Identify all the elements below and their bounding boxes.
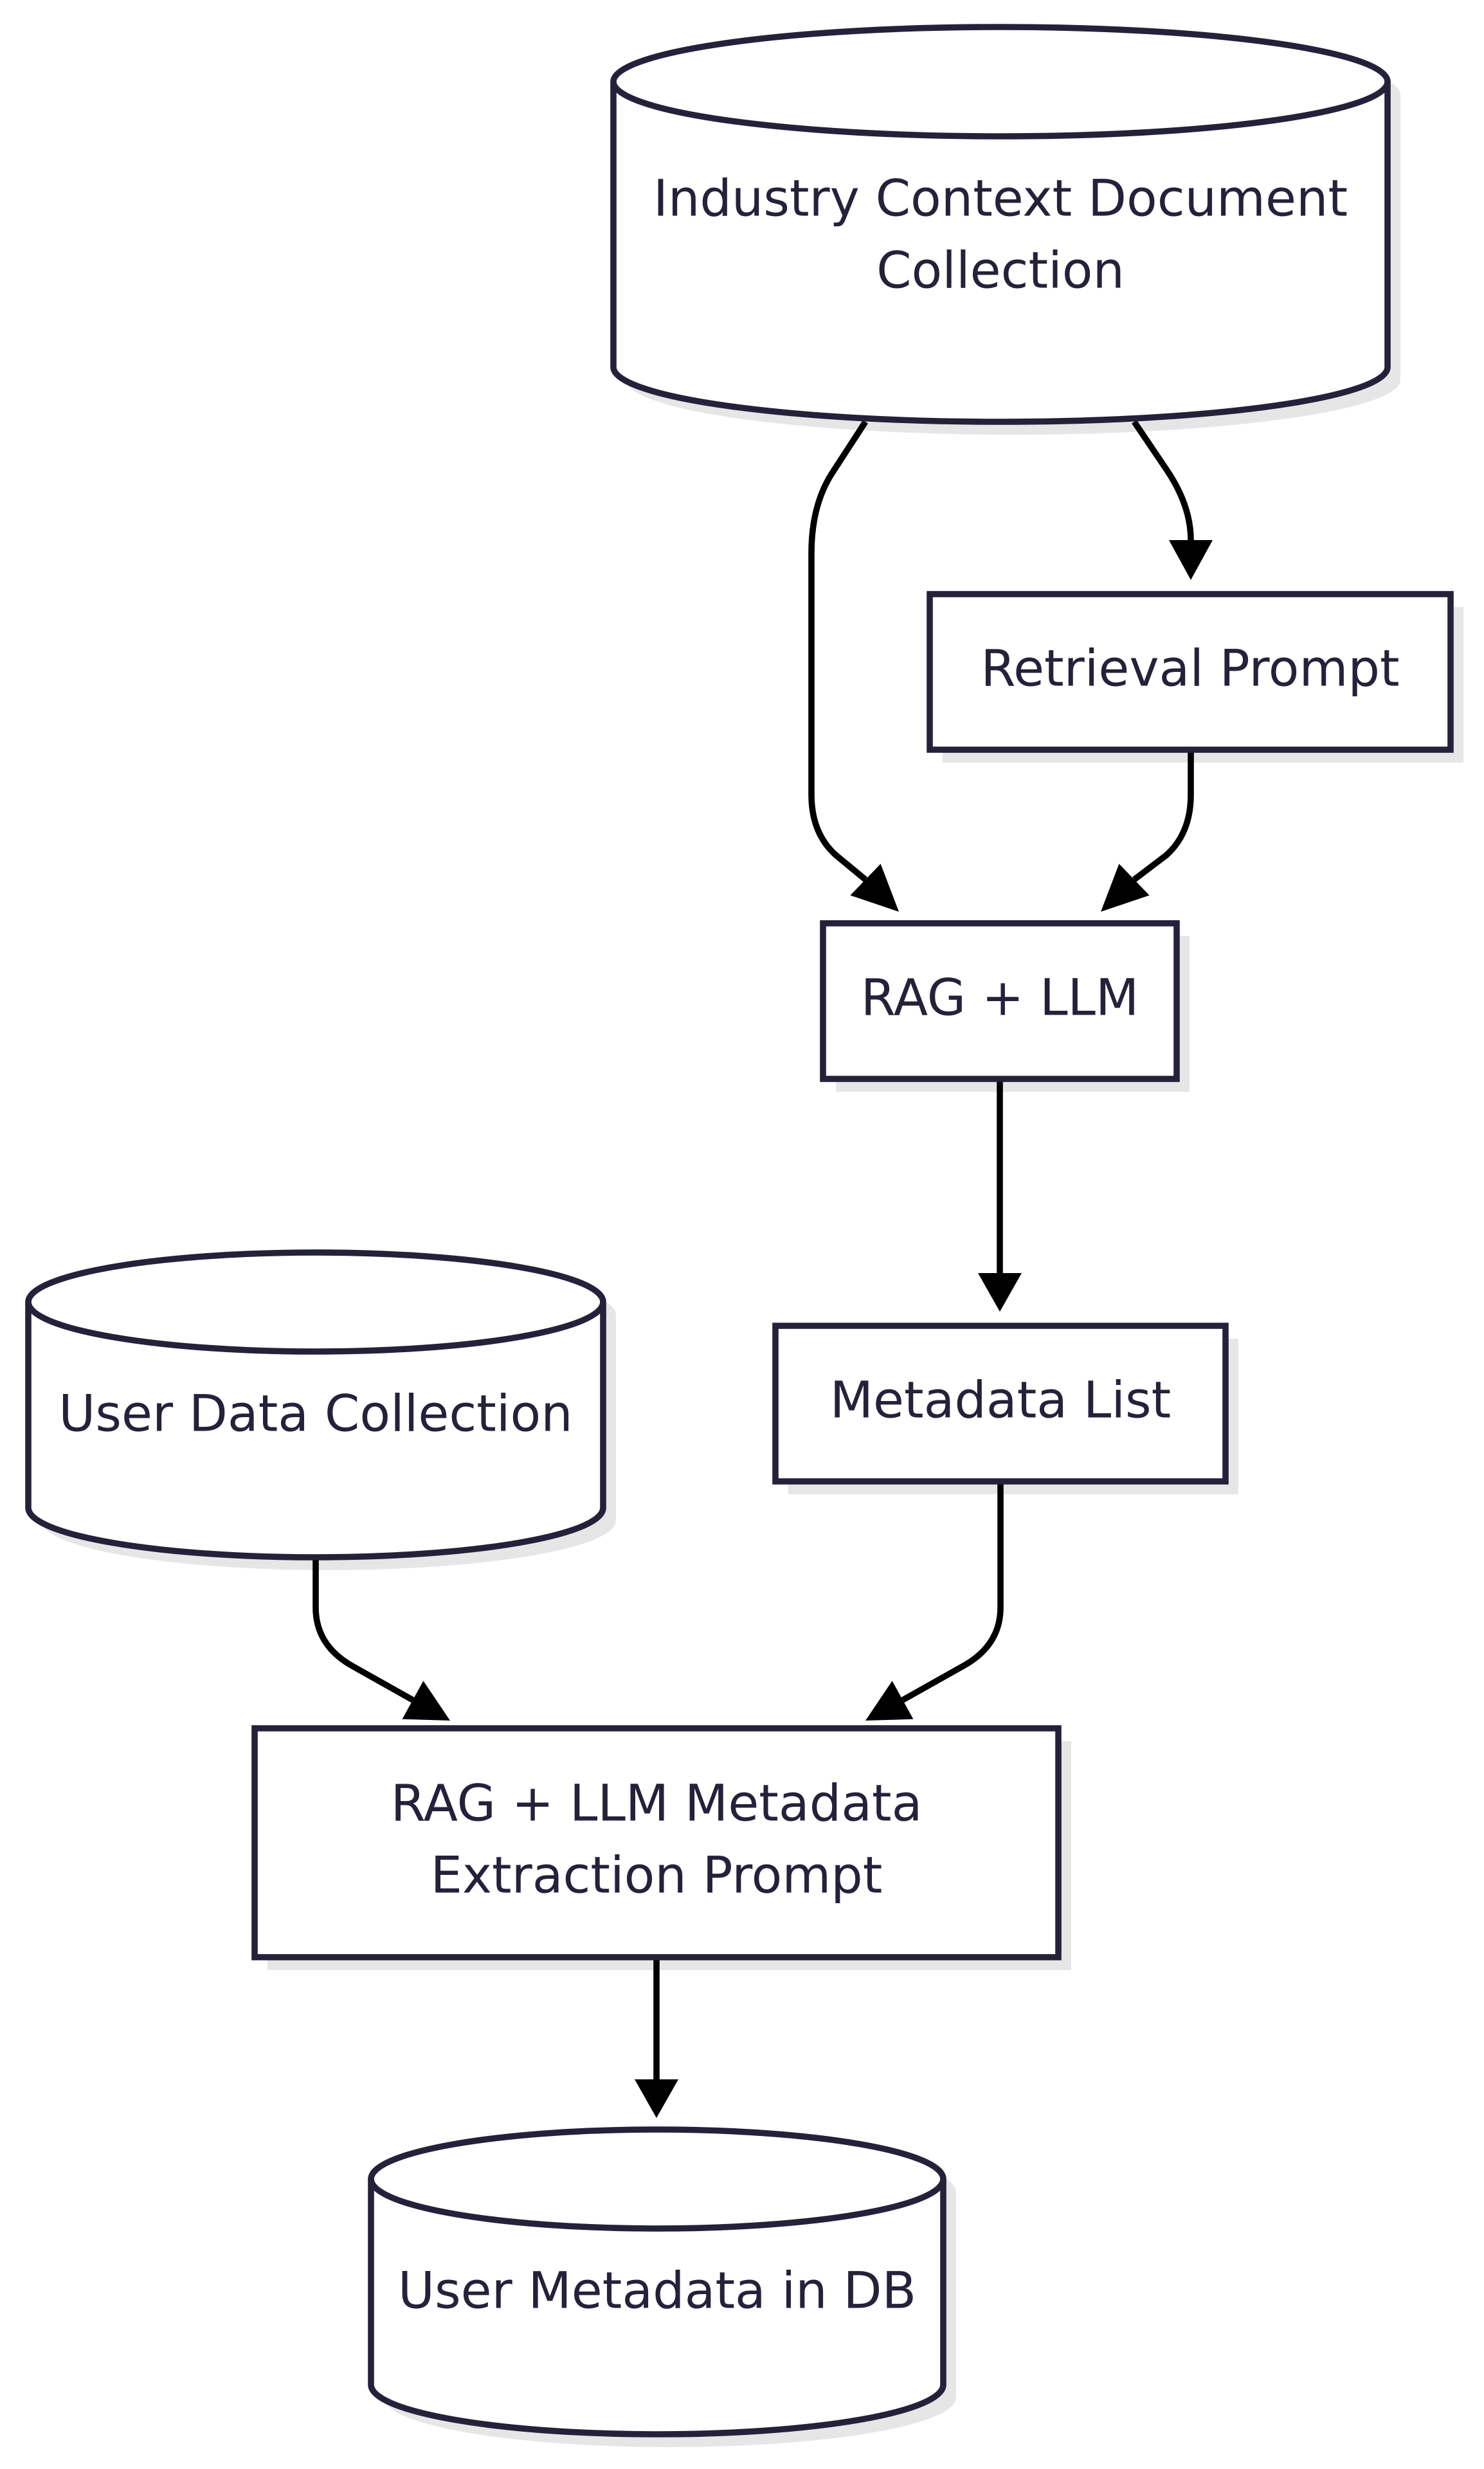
rect-shape xyxy=(772,1323,1229,1485)
edge-retrieval-prompt-to-rag-llm xyxy=(1101,750,1194,912)
edge-industry-context-to-retrieval-prompt xyxy=(1132,420,1213,580)
arrowhead-icon xyxy=(402,1681,450,1721)
node-retrieval-prompt: Retrieval Prompt xyxy=(927,591,1454,753)
node-label: Industry Context Document xyxy=(653,170,1348,228)
rect-shape xyxy=(251,1725,1062,1960)
node-label: RAG + LLM Metadata xyxy=(391,1775,923,1832)
arrowhead-icon xyxy=(850,864,899,912)
arrowhead-icon xyxy=(635,2079,678,2118)
cylinder-top-rim xyxy=(25,1301,606,1355)
arrowhead-icon xyxy=(865,1681,914,1721)
cylinder-shape xyxy=(25,1249,606,1560)
edge-line xyxy=(808,420,869,882)
edge-line xyxy=(1132,420,1194,541)
node-user-metadata-db: User Metadata in DB xyxy=(368,2126,946,2437)
node-label: User Data Collection xyxy=(59,1386,572,1443)
edge-extraction-prompt-to-user-metadata-db xyxy=(635,1957,678,2118)
arrowhead-icon xyxy=(1101,864,1150,912)
edge-industry-context-to-rag-llm xyxy=(808,420,899,912)
cylinder-top-rim xyxy=(368,2178,946,2232)
edge-metadata-list-to-extraction-prompt xyxy=(865,1481,1004,1721)
edge-rag-llm-to-metadata-list xyxy=(978,1079,1022,1312)
cylinder-shape xyxy=(368,2126,946,2437)
edge-user-data-to-extraction-prompt xyxy=(312,1557,450,1721)
edge-line xyxy=(312,1557,415,1703)
node-user-data: User Data Collection xyxy=(25,1249,606,1560)
node-label: RAG + LLM xyxy=(861,969,1139,1027)
cylinder-top-rim xyxy=(610,81,1391,140)
cylinder-shape xyxy=(610,24,1391,425)
node-label: User Metadata in DB xyxy=(398,2263,916,2320)
node-label: Extraction Prompt xyxy=(431,1847,883,1904)
edge-line xyxy=(1132,750,1194,882)
node-label: Collection xyxy=(876,242,1125,300)
arrowhead-icon xyxy=(978,1273,1022,1312)
arrowhead-icon xyxy=(1169,540,1213,580)
node-label: Retrieval Prompt xyxy=(981,640,1399,698)
node-rag-llm: RAG + LLM xyxy=(820,920,1180,1082)
rect-shape xyxy=(820,920,1180,1082)
node-label: Metadata List xyxy=(830,1371,1172,1429)
edge-line xyxy=(901,1481,1004,1703)
node-metadata-list: Metadata List xyxy=(772,1323,1229,1485)
rect-shape xyxy=(927,591,1454,753)
